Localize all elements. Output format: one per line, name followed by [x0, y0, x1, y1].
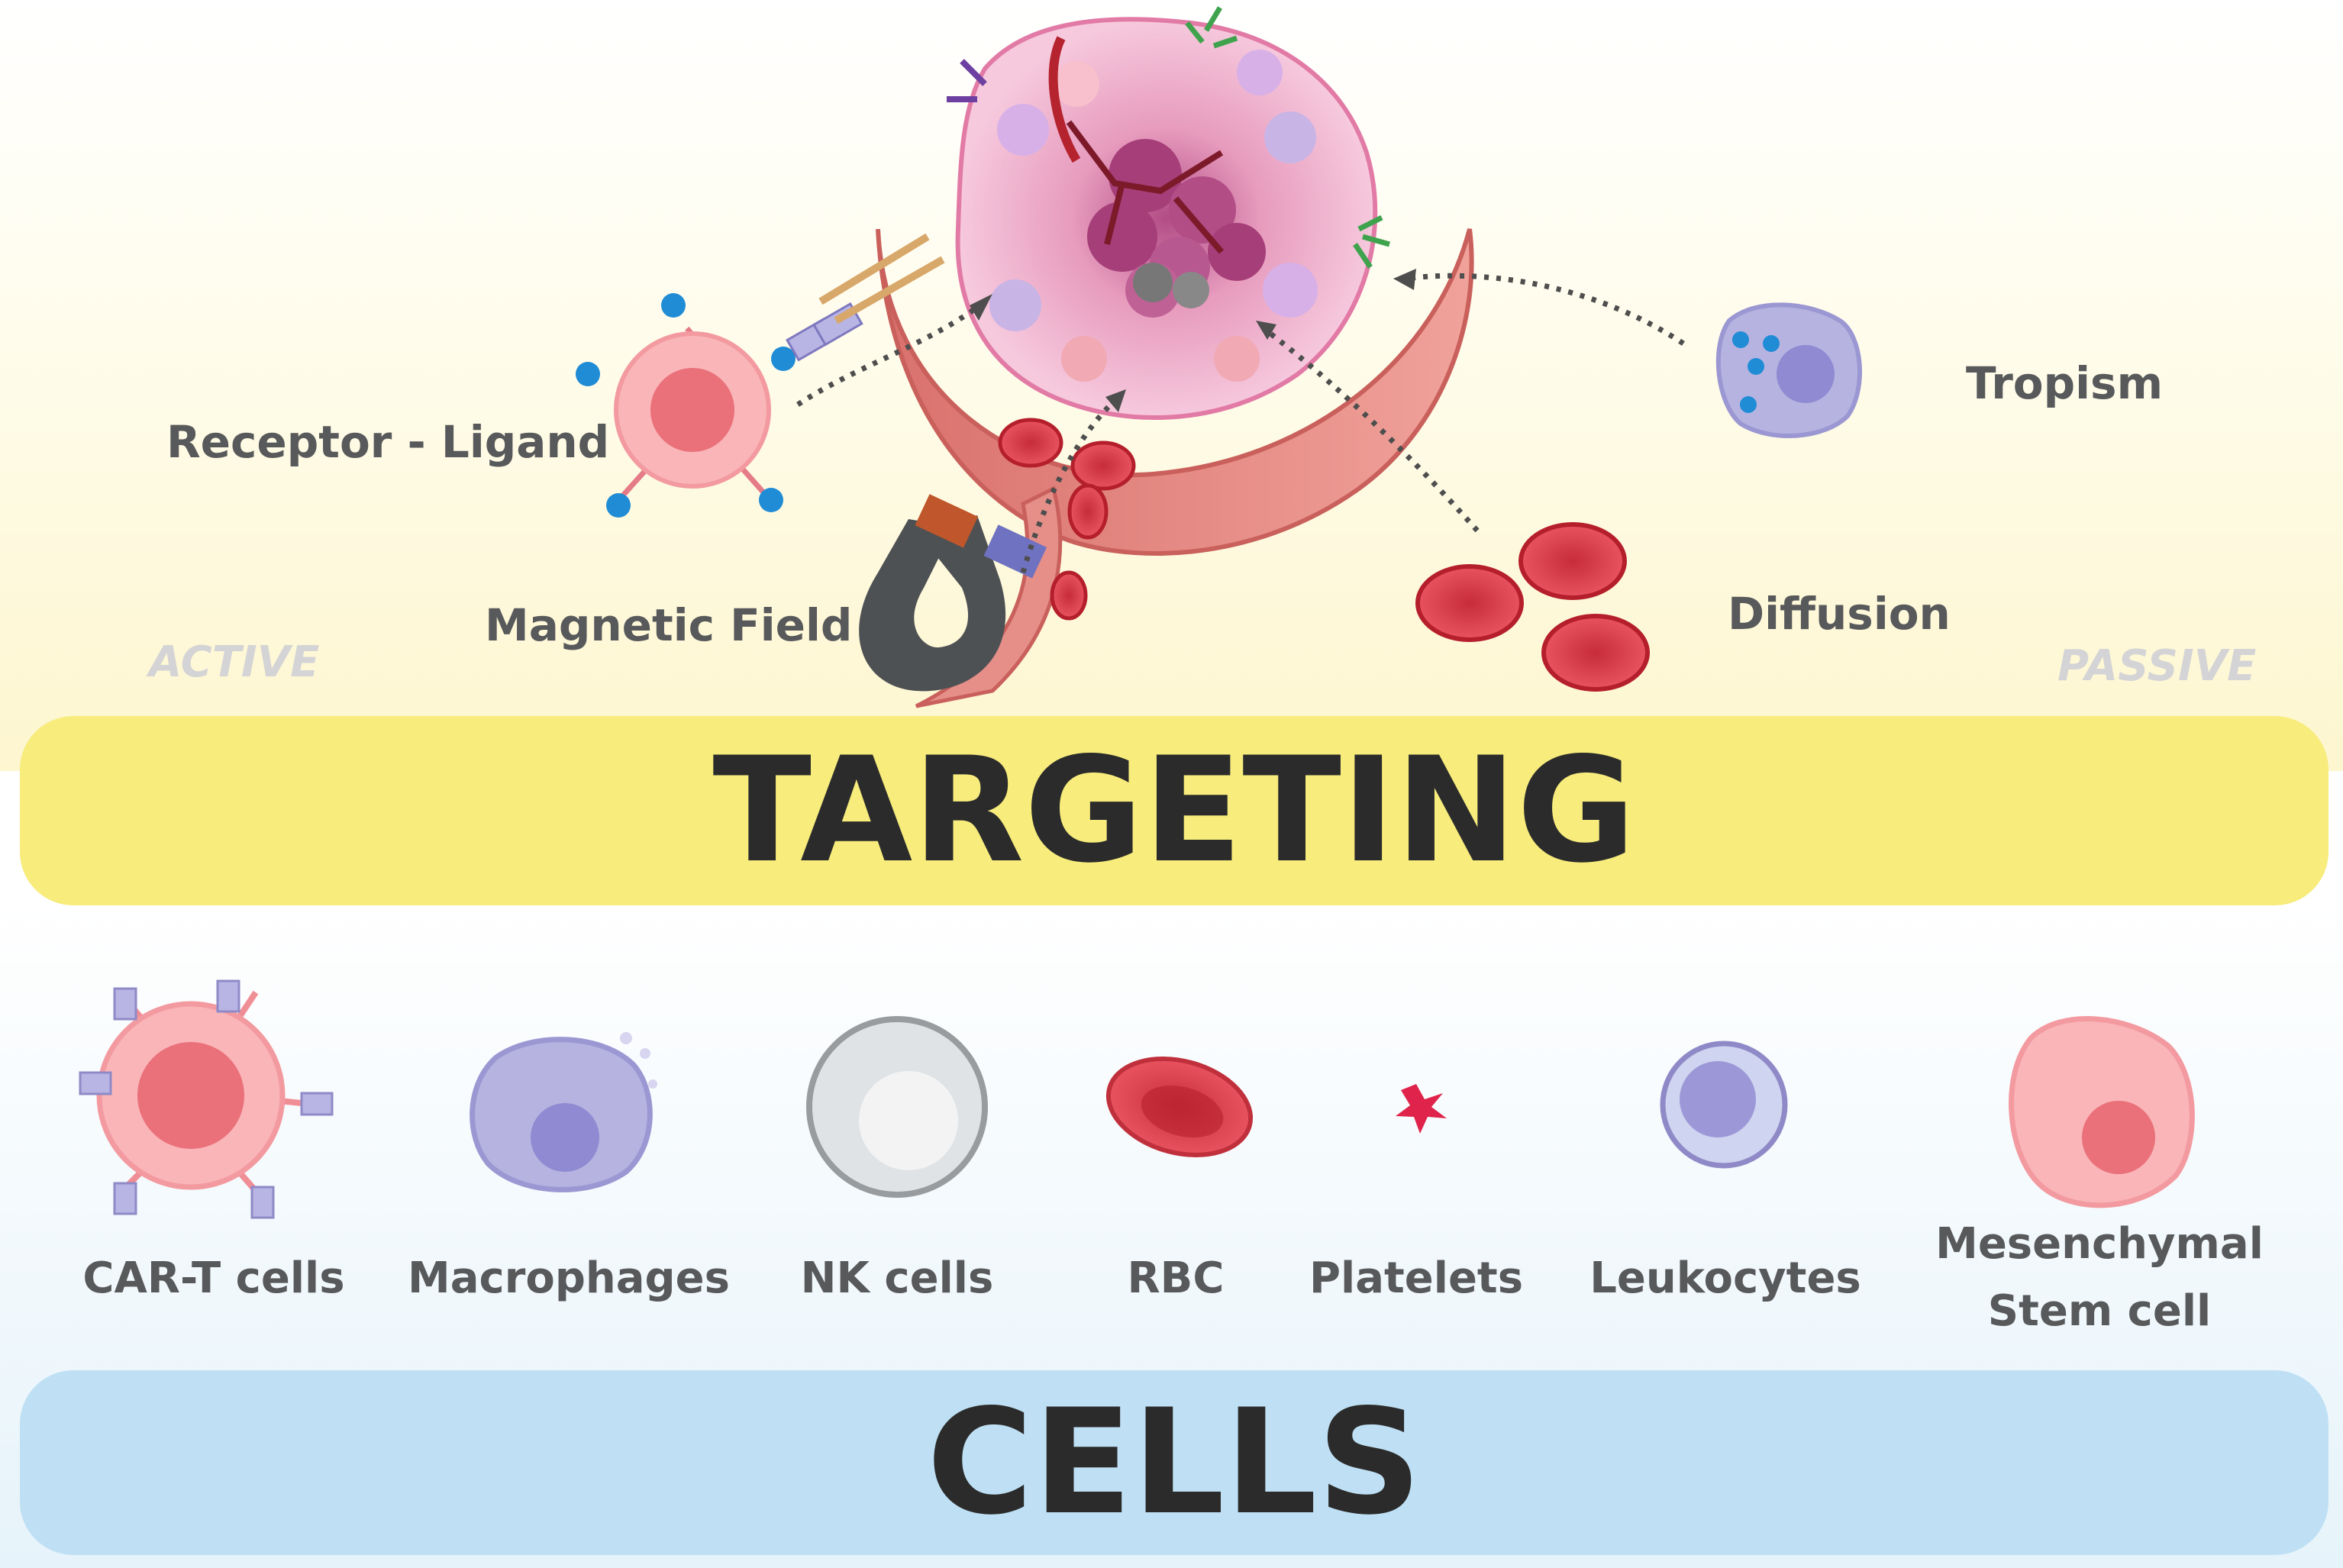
magnet-icon [859, 494, 1047, 692]
cell-label-macrophages: Macrophages [408, 1253, 730, 1303]
leukocyte-icon [1660, 1040, 1788, 1169]
targeting-arrows [796, 273, 1685, 573]
targeting-band: TARGETING [20, 716, 2328, 905]
cells-band: CELLS [20, 1370, 2328, 1555]
tropism-macrophage-icon [1715, 302, 1862, 438]
label-magnetic-field: Magnetic Field [485, 599, 853, 651]
cell-label-rbc: RBC [1127, 1253, 1225, 1303]
cell-label-mesenchymal: Mesenchymal [1935, 1219, 2264, 1269]
label-tropism: Tropism [1966, 357, 2163, 409]
macrophage-icon [470, 1032, 657, 1192]
label-receptor-ligand: Receptor - Ligand [166, 416, 610, 468]
label-active: ACTIVE [149, 637, 320, 687]
label-diffusion: Diffusion [1728, 588, 1951, 640]
arrowheads [970, 269, 1416, 412]
mesenchymal-stem-cell-icon [2009, 1016, 2195, 1208]
rbc-icon [1105, 1057, 1254, 1157]
receptor-ligand-cell-icon [576, 233, 945, 518]
cell-label-stem-cell: Stem cell [1987, 1286, 2212, 1336]
nk-cell-icon [806, 1016, 988, 1198]
rbc-group-icon [998, 418, 1650, 692]
cell-label-platelets: Platelets [1309, 1253, 1524, 1303]
platelet-icon [1396, 1084, 1447, 1134]
label-passive: PASSIVE [2057, 641, 2257, 691]
cell-label-nk: NK cells [800, 1253, 994, 1303]
cell-label-car-t: CAR-T cells [82, 1253, 345, 1303]
cell-label-leukocytes: Leukocytes [1589, 1253, 1861, 1303]
car-t-cell-icon [79, 979, 334, 1219]
